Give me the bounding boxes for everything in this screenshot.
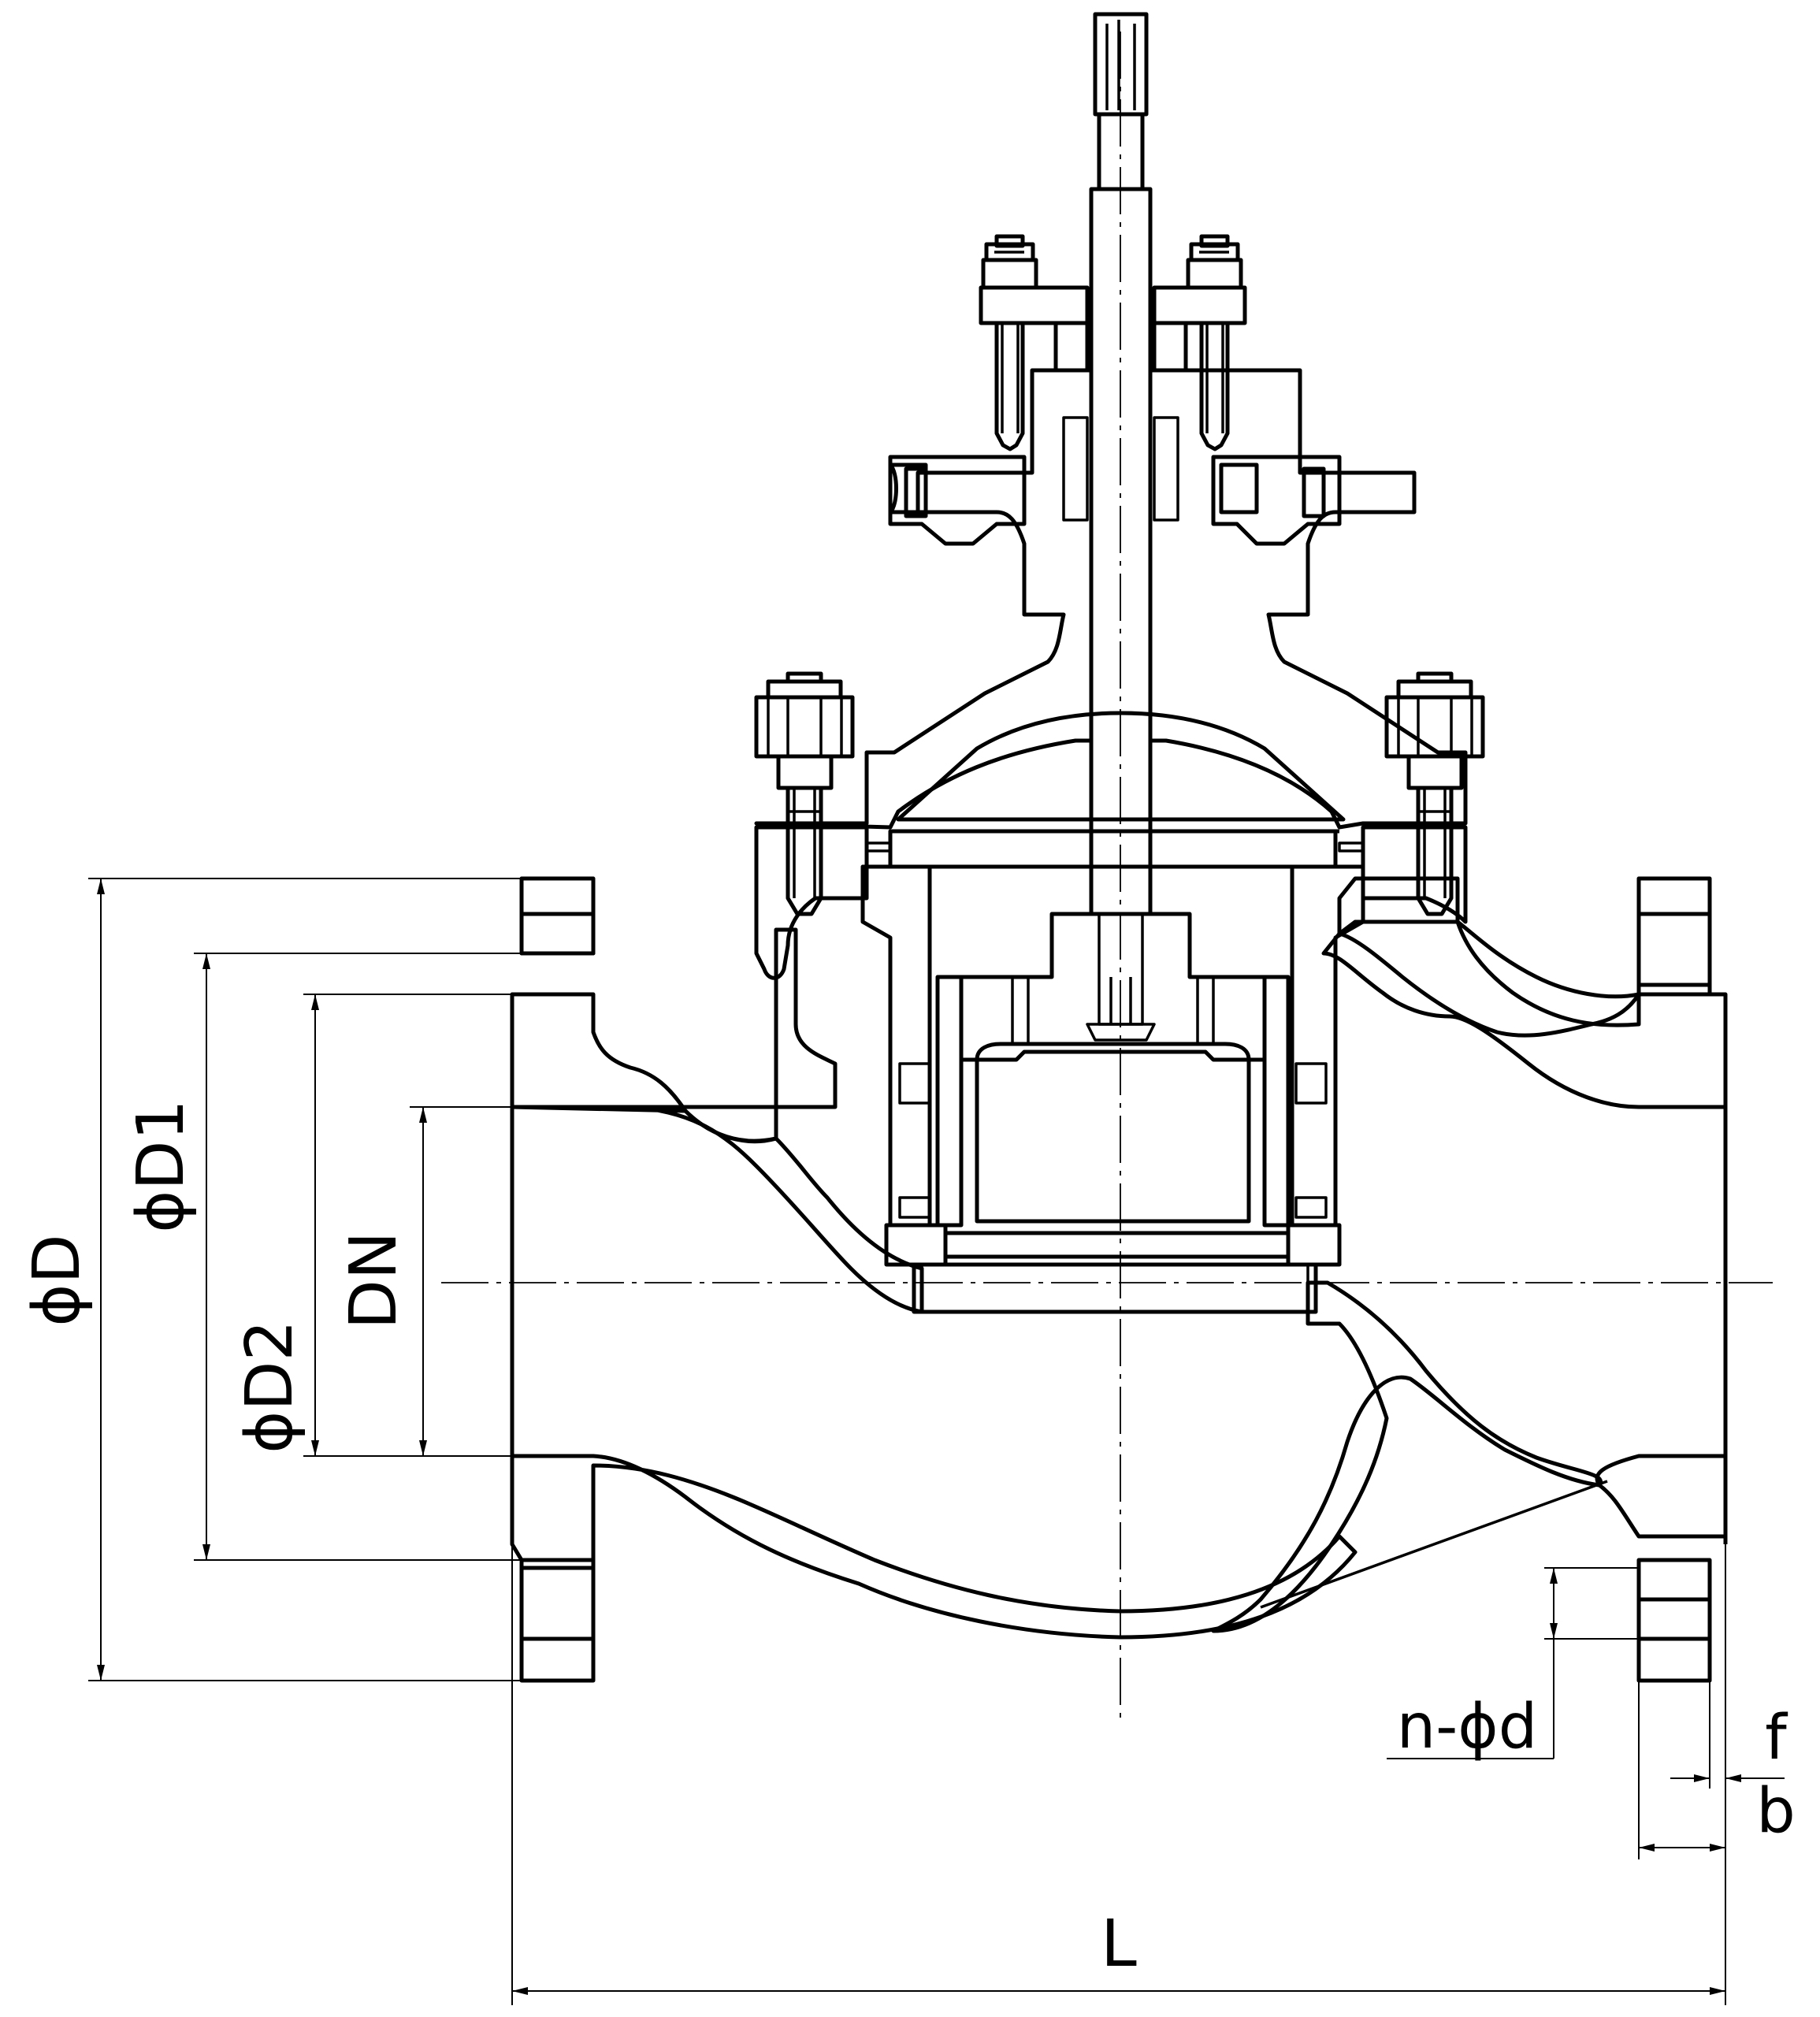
yoke-flange-right [1211,455,1342,546]
center-lines [441,32,1773,1718]
partition-wall [1211,1280,1603,1633]
cage-left [860,864,932,1228]
gland-stud-right [1186,234,1243,451]
right-flange-lower [1636,1558,1712,1683]
valve-stem [1089,12,1153,1026]
left-flange-upper-bore [519,912,596,956]
label-f: f [1765,1703,1788,1774]
bonnet-body [754,368,1094,830]
right-flange-lower-face [1595,1454,1728,1539]
left-flange-lower [519,1558,596,1683]
cage-right [1290,864,1365,1228]
right-flange-upper-bore [1636,912,1712,987]
label-D2: ϕD2 [232,1320,307,1453]
plug-cavity [975,1042,1251,1224]
label-D: ϕD [20,1234,95,1326]
label-b: b [1756,1776,1796,1847]
seat-cage [860,829,1365,1314]
right-flange-upper [1636,876,1712,997]
bonnet [754,285,1468,980]
bonnet-stud-right [1384,671,1485,916]
bonnet-dome [896,711,1346,822]
yoke-flange-left [888,455,1027,546]
gland-stud-left [981,234,1038,451]
label-D1: ϕD1 [124,1099,199,1232]
bonnet-flange-right [1361,825,1468,924]
dimension-lines [88,878,1785,2005]
label-L: L [1101,1907,1137,1982]
dimension-labels: ϕD ϕD1 ϕD2 DN n-ϕd f b L [20,1099,1796,1982]
bonnet-flange-left [754,825,869,980]
left-flange-lower-bore [519,1566,596,1641]
valve-plug [959,912,1267,1062]
packing-left [1062,416,1089,522]
valve-body [510,876,1728,1683]
body-upper-right [1337,876,1641,1027]
body-upper-left [510,1105,924,1314]
right-flange-upper-face [1321,931,1728,1109]
gland-flange [979,285,1090,325]
packing-right [1153,416,1179,522]
label-DN: DN [336,1231,411,1329]
right-flange-lower-bore [1636,1597,1712,1641]
label-n-d: n-ϕd [1397,1692,1538,1763]
bonnet-stud-left [754,671,855,916]
left-flange-lower-face [510,1454,1358,1640]
